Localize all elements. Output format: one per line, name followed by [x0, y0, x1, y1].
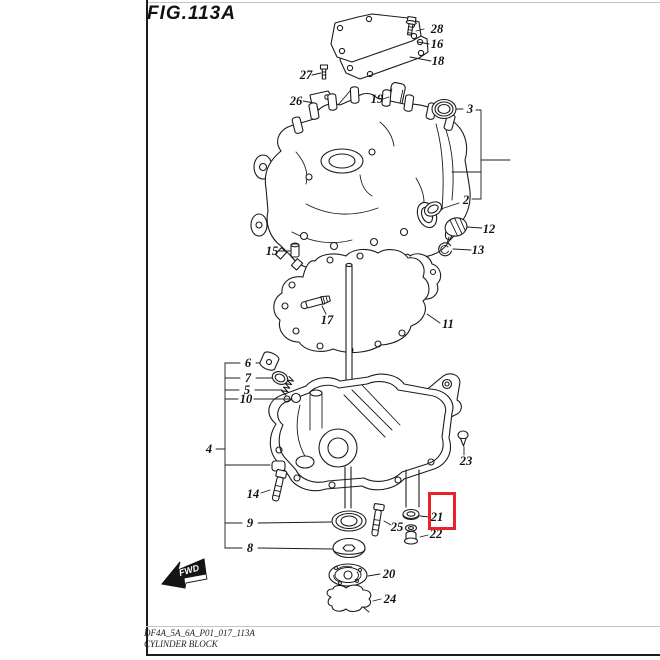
callout-24[interactable]: 24	[383, 591, 397, 606]
callout-15[interactable]: 15	[265, 243, 279, 258]
footer-separator-line	[146, 626, 660, 627]
center-dowel-tube	[345, 262, 353, 390]
gasket-24	[326, 584, 372, 613]
cylinder-block-body	[250, 86, 471, 271]
callout-2[interactable]: 2	[462, 192, 470, 207]
bolt-14	[271, 469, 288, 502]
callout-11[interactable]: 11	[442, 316, 454, 331]
bolt-27	[319, 64, 329, 80]
seal-2	[423, 201, 443, 217]
callout-17[interactable]: 17	[320, 312, 334, 327]
callout-26[interactable]: 26	[289, 93, 303, 108]
callout-16[interactable]: 16	[430, 36, 444, 51]
callout-27[interactable]: 27	[299, 67, 313, 82]
callout-25[interactable]: 25	[390, 519, 404, 534]
screw-23	[457, 430, 469, 447]
footer-code: DF4A_5A_6A_P01_017_113A	[144, 628, 255, 638]
check-ball-10	[290, 392, 302, 404]
bottom-border-line	[146, 654, 660, 656]
callout-7[interactable]: 7	[244, 370, 252, 385]
fwd-arrow: FWD	[161, 558, 208, 589]
strainer-plate-20	[328, 563, 368, 587]
bolt-22	[403, 524, 419, 545]
callout-6[interactable]: 6	[244, 355, 252, 370]
bolt-28	[405, 15, 417, 36]
top-border-line	[146, 2, 660, 3]
callout-22[interactable]: 22	[429, 526, 443, 541]
plug-15	[290, 242, 300, 258]
figure-title: FIG.113A	[147, 3, 236, 24]
callout-8[interactable]: 8	[246, 540, 254, 555]
washer-8	[332, 537, 366, 559]
callout-12[interactable]: 12	[482, 221, 496, 236]
washer-7	[271, 371, 289, 385]
callout-9[interactable]: 9	[246, 515, 254, 530]
footer-title: CYLINDER BLOCK	[144, 639, 218, 650]
bolt-25	[371, 503, 385, 537]
spring-5	[281, 375, 295, 396]
oil-seal-9	[331, 510, 367, 532]
callout-13[interactable]: 13	[471, 242, 485, 257]
page-footer: DF4A_5A_6A_P01_017_113A CYLINDER BLOCK	[144, 628, 660, 651]
callout-28[interactable]: 28	[430, 21, 444, 36]
callout-19[interactable]: 19	[370, 91, 384, 106]
callout-5[interactable]: 5	[243, 382, 251, 397]
callout-18[interactable]: 18	[431, 53, 445, 68]
top-plate-16	[330, 13, 422, 63]
o-ring-13	[438, 242, 453, 257]
relief-plug-6	[259, 351, 280, 371]
oil-seal-3	[431, 98, 457, 120]
callout-21[interactable]: 21	[430, 509, 444, 524]
filler-cap-12	[444, 217, 468, 244]
leader-lines	[215, 28, 511, 602]
callout-23[interactable]: 23	[459, 453, 473, 468]
callout-14[interactable]: 14	[246, 486, 260, 501]
oil-sensor-17	[300, 295, 331, 310]
washer-21	[402, 508, 420, 521]
oil-pan-body	[268, 373, 462, 509]
callout-10[interactable]: 10	[239, 391, 253, 406]
left-border-line	[146, 0, 148, 656]
callout-3[interactable]: 3	[466, 101, 474, 116]
gasket-11	[273, 248, 442, 354]
callout-20[interactable]: 20	[382, 566, 396, 581]
callout-4[interactable]: 4	[205, 441, 213, 456]
